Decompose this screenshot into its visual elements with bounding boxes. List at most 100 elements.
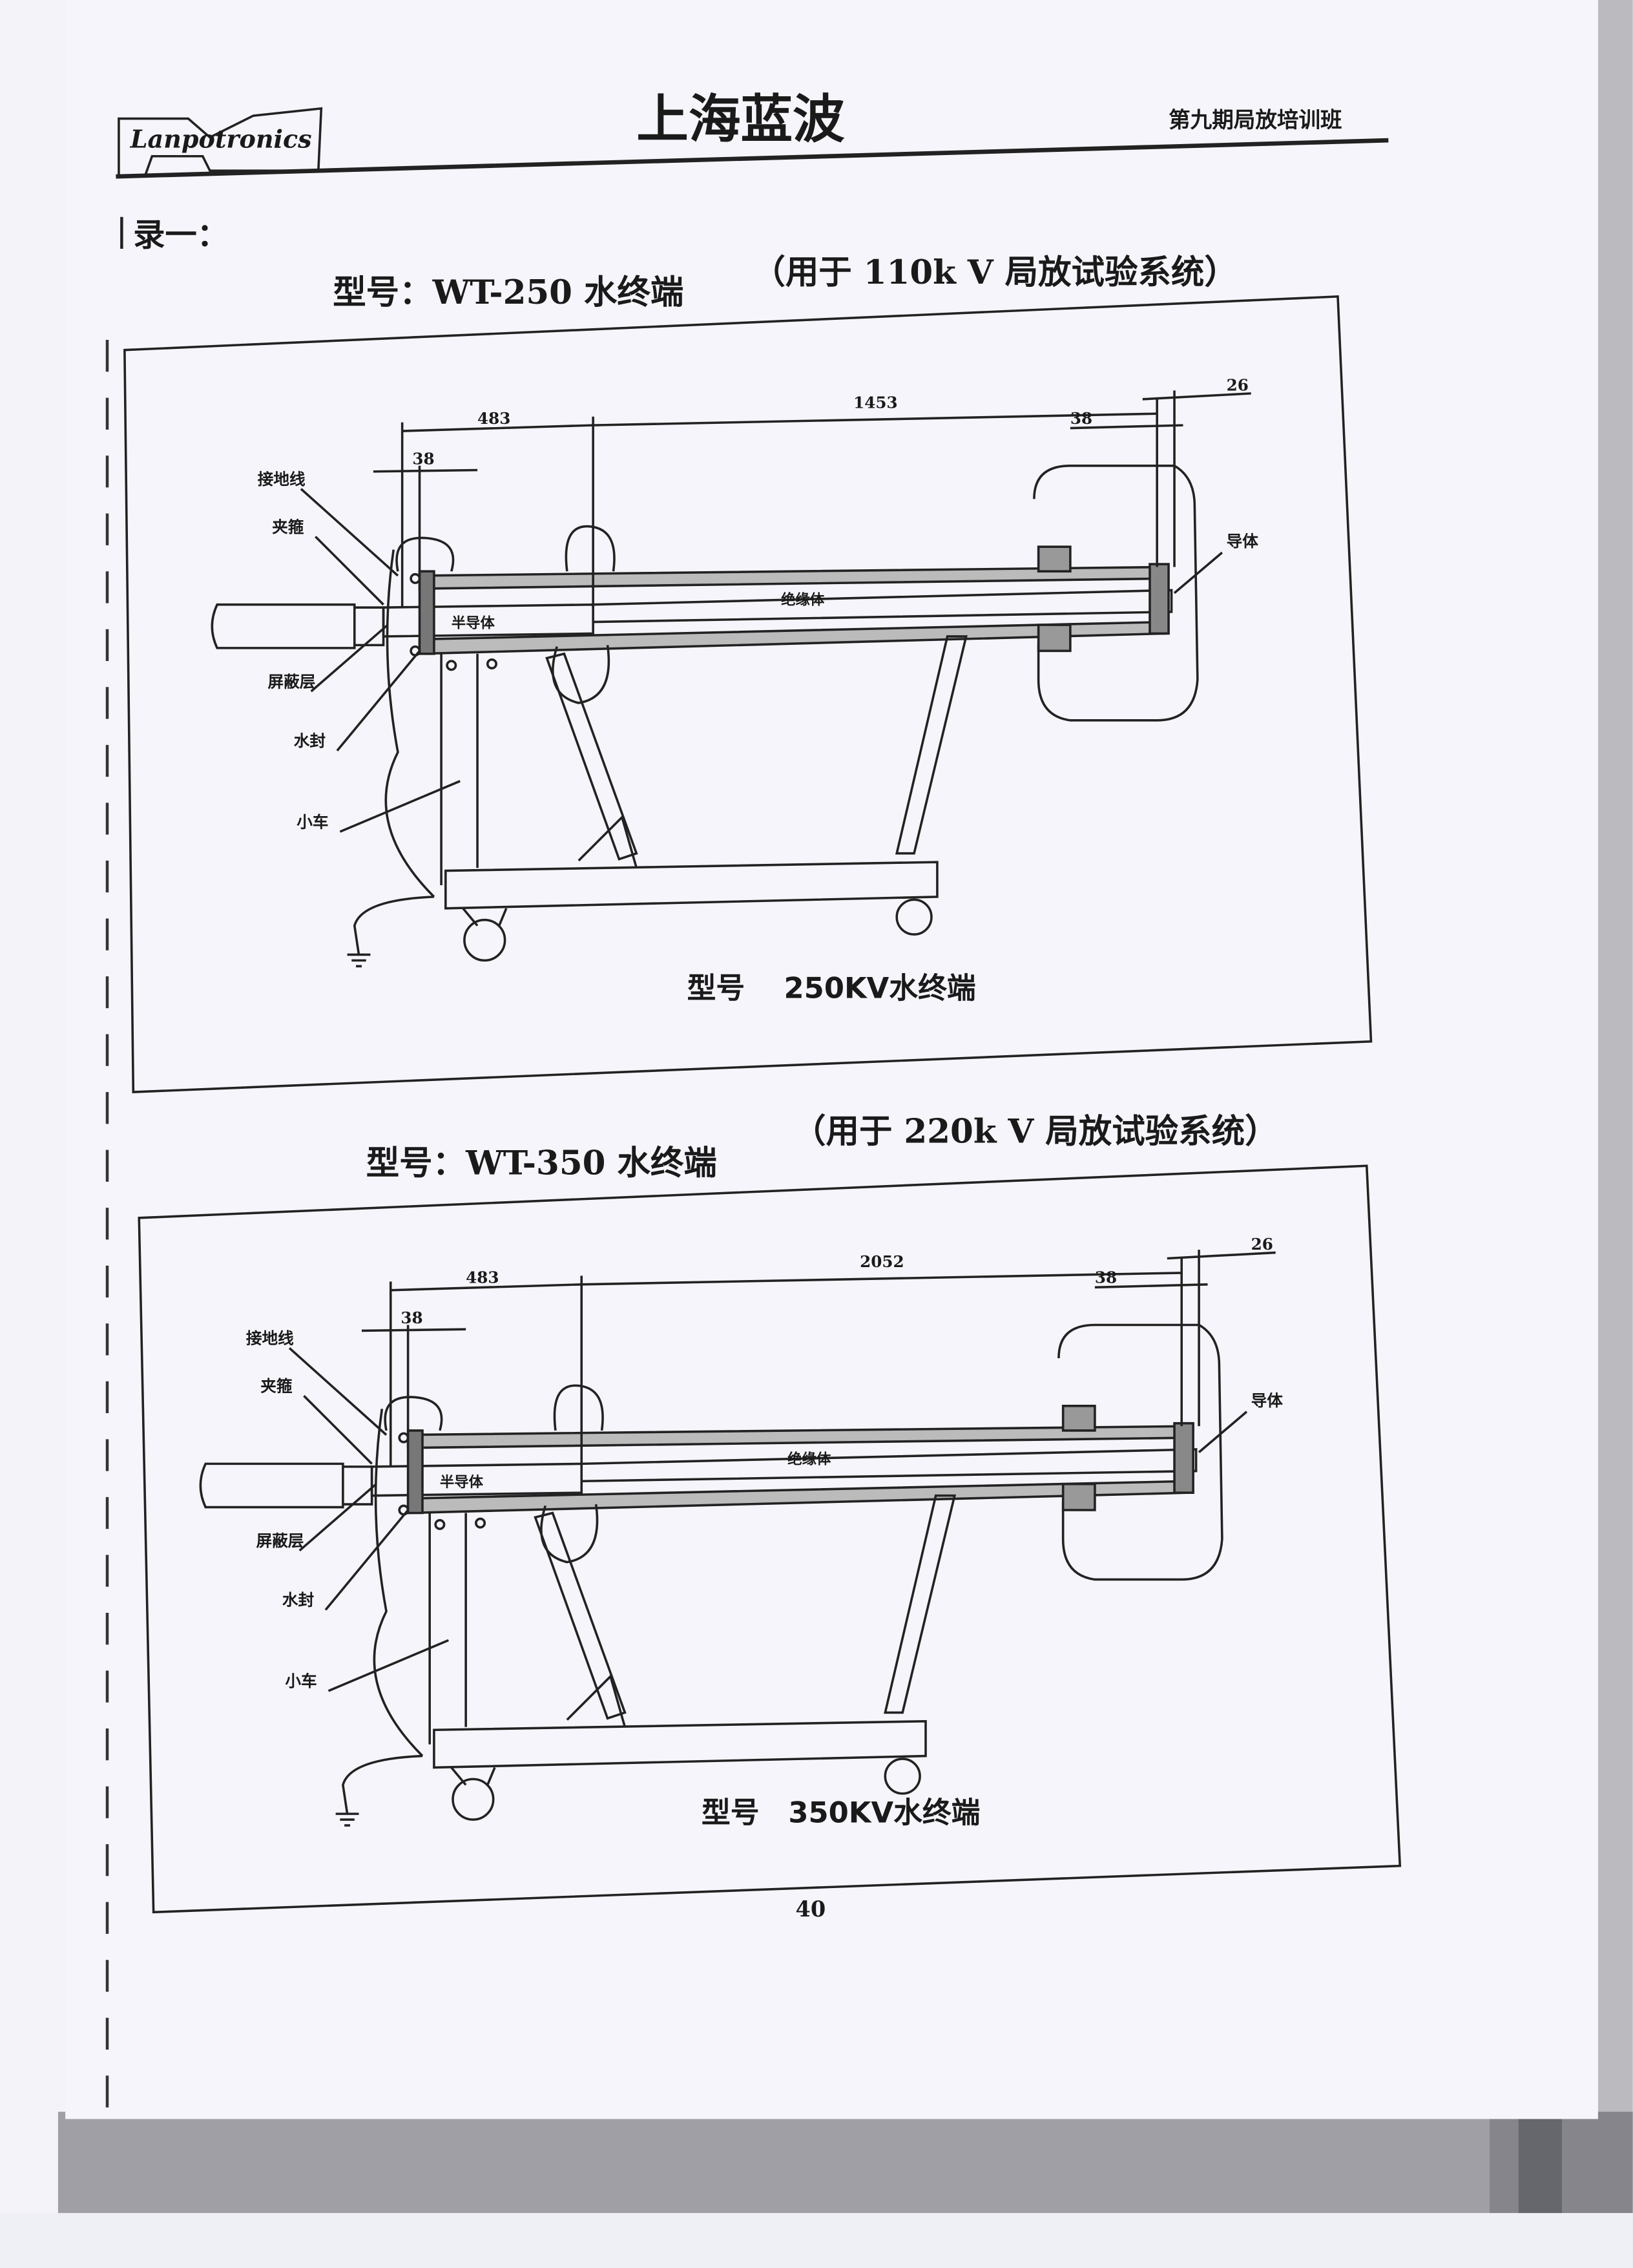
nut xyxy=(486,658,497,669)
section-2-caption: 型号 350KV水终端 xyxy=(702,1796,980,1830)
cable xyxy=(211,603,356,649)
company-title: 上海蓝波 xyxy=(636,89,845,151)
dim-483 xyxy=(390,1283,582,1292)
hydraulic-cylinder xyxy=(534,1511,627,1720)
cart-strut xyxy=(895,635,968,855)
label-cart: 小车 xyxy=(296,812,328,831)
dim-label-38-right: 38 xyxy=(1095,1268,1117,1287)
leader-line xyxy=(288,1347,388,1436)
page-number: 40 xyxy=(796,1896,826,1922)
dim-38-left xyxy=(373,468,478,473)
right-end-cap xyxy=(1149,563,1170,635)
scan-bottom-shadow xyxy=(57,2112,1633,2213)
label-conductor: 导体 xyxy=(1227,532,1259,551)
leader-line xyxy=(336,650,421,751)
ground-wire xyxy=(342,1754,423,1814)
cart-base-beam xyxy=(444,861,939,910)
dim-26 xyxy=(1167,1251,1276,1260)
leader-line xyxy=(303,1394,373,1465)
shield-outline xyxy=(373,1409,424,1757)
nut xyxy=(410,572,421,584)
label-ground-wire: 接地线 xyxy=(258,470,306,488)
dim-label-483: 483 xyxy=(477,409,510,428)
dim-label-main: 1453 xyxy=(853,393,898,412)
label-ground-wire: 接地线 xyxy=(246,1329,294,1348)
nut xyxy=(434,1518,446,1530)
cart-strut xyxy=(884,1494,957,1714)
label-water-seal: 水封 xyxy=(282,1591,315,1610)
right-flange-bottom xyxy=(1037,624,1072,653)
leader-line xyxy=(1173,551,1223,594)
left-globe xyxy=(384,1396,443,1431)
label-clamp: 夹箍 xyxy=(260,1376,293,1395)
logo-text: Lanpotronics xyxy=(130,124,312,153)
cart-base-beam xyxy=(433,1720,927,1769)
dim-label-38-left: 38 xyxy=(400,1308,422,1327)
top-pad xyxy=(565,525,616,572)
paper-sheet xyxy=(65,0,1598,2119)
semiconductor-label: 半导体 xyxy=(440,1474,484,1491)
header-rule xyxy=(116,138,1389,179)
caster xyxy=(486,1767,496,1786)
cylinder-mount xyxy=(566,1674,627,1728)
wheel xyxy=(452,1778,495,1821)
leader-line xyxy=(310,624,389,693)
caster xyxy=(462,907,479,927)
caster xyxy=(497,908,508,927)
label-shield: 屏蔽层 xyxy=(256,1531,304,1550)
dim-483 xyxy=(402,424,594,432)
dim-38-right xyxy=(1094,1283,1208,1289)
caster xyxy=(450,1767,467,1786)
dim-26 xyxy=(1142,392,1251,401)
dim-label-26: 26 xyxy=(1251,1235,1273,1254)
right-end-cap xyxy=(1173,1422,1194,1494)
nut xyxy=(398,1432,410,1444)
label-conductor: 导体 xyxy=(1251,1391,1284,1410)
ground-wire xyxy=(353,896,434,955)
section-2-frame xyxy=(138,1164,1402,1914)
section-1-frame xyxy=(123,295,1373,1093)
dim-main xyxy=(581,1272,1182,1286)
section-2-title-purpose: （用于 220k V 局放试验系统） xyxy=(793,1112,1278,1151)
wheel xyxy=(895,898,933,936)
cable xyxy=(199,1462,344,1509)
appendix-label: 录一： xyxy=(133,216,229,254)
insulator-label: 绝缘体 xyxy=(787,1450,831,1467)
right-flange-bottom xyxy=(1061,1482,1096,1511)
dim-label-483: 483 xyxy=(466,1268,499,1287)
leader-line xyxy=(1198,1411,1248,1453)
top-pad xyxy=(553,1384,604,1431)
shield-outline xyxy=(384,549,435,898)
leader-line xyxy=(315,536,384,605)
leader-line xyxy=(300,488,399,577)
right-flange-top xyxy=(1061,1405,1096,1432)
leader-line xyxy=(298,1483,377,1552)
label-water-seal: 水封 xyxy=(294,731,326,750)
semiconductor-layer xyxy=(382,603,594,638)
semiconductor-label: 半导体 xyxy=(452,615,495,632)
section-1-title-purpose: （用于 110k V 局放试验系统） xyxy=(752,253,1237,292)
right-water-box xyxy=(1057,1323,1223,1581)
section-1-caption: 型号 250KV水终端 xyxy=(687,971,976,1005)
nut xyxy=(446,660,457,671)
left-globe xyxy=(395,536,455,572)
wheel xyxy=(463,918,506,962)
dim-label-26: 26 xyxy=(1227,375,1249,394)
dim-main xyxy=(593,412,1158,426)
nut xyxy=(475,1517,486,1529)
dim-38-left xyxy=(361,1328,466,1332)
left-flange xyxy=(406,1429,424,1515)
label-shield: 屏蔽层 xyxy=(267,672,315,691)
wheel xyxy=(884,1758,921,1795)
leader-line xyxy=(339,780,461,833)
semiconductor-layer xyxy=(370,1462,583,1497)
dim-label-38-left: 38 xyxy=(412,450,434,468)
right-water-box xyxy=(1033,465,1199,722)
course-name: 第九期局放培训班 xyxy=(1169,107,1342,132)
hydraulic-cylinder xyxy=(545,652,638,861)
right-flange-top xyxy=(1037,545,1072,573)
cylinder-mount xyxy=(577,815,638,868)
